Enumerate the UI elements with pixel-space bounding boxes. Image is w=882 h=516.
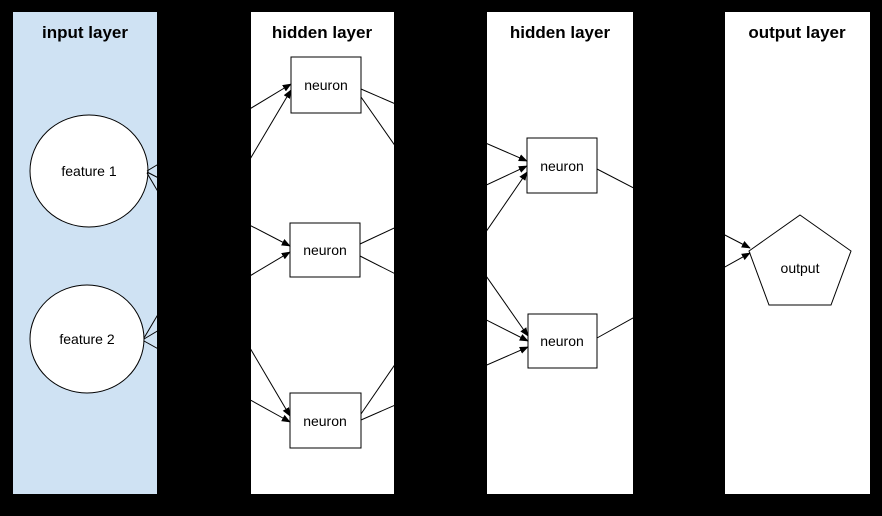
panel-title-input-layer: input layer <box>42 23 128 42</box>
panel-title-hidden-layer-2: hidden layer <box>510 23 611 42</box>
node-label-hidden1-neuron-3: neuron <box>303 413 347 429</box>
node-hidden2-neuron-2 <box>527 313 598 369</box>
node-hidden1-neuron-3 <box>289 392 362 449</box>
node-hidden1-neuron-2 <box>289 222 361 278</box>
edge-feature1-to-h1n1 <box>146 83 292 172</box>
panel-title-output-layer: output layer <box>748 23 846 42</box>
node-hidden2-neuron-1 <box>526 137 598 194</box>
edge-h1n2-to-h2n1 <box>359 165 528 245</box>
panel-input-layer <box>13 12 157 494</box>
panel-title-hidden-layer-1: hidden layer <box>272 23 373 42</box>
labels-group: input layer hidden layer hidden layer outpu… <box>42 23 846 429</box>
edge-h1n2-to-h2n2 <box>359 255 529 342</box>
edge-feature2-to-h1n1 <box>143 89 292 339</box>
node-label-hidden2-neuron-1: neuron <box>540 158 584 174</box>
node-feature-1 <box>29 114 149 228</box>
node-label-feature-2: feature 2 <box>59 331 114 347</box>
panel-hidden-layer-2 <box>487 12 633 494</box>
node-output <box>748 214 852 306</box>
node-label-hidden1-neuron-2: neuron <box>303 242 347 258</box>
edges-group <box>143 83 751 423</box>
nodes-group <box>29 56 852 449</box>
edge-feature2-to-h1n3 <box>143 340 291 423</box>
edge-h1n1-to-h2n1 <box>360 88 528 162</box>
edge-h1n1-to-h2n2 <box>360 96 529 337</box>
edge-h2n2-to-output <box>596 252 751 339</box>
node-label-hidden2-neuron-2: neuron <box>540 333 584 349</box>
edge-feature2-to-h1n2 <box>143 251 291 340</box>
edge-h1n3-to-h2n2 <box>360 346 529 421</box>
edge-h1n3-to-h2n1 <box>360 171 528 415</box>
edge-feature1-to-h1n2 <box>146 171 291 247</box>
node-label-hidden1-neuron-1: neuron <box>304 77 348 93</box>
node-label-output: output <box>781 260 820 276</box>
node-label-feature-1: feature 1 <box>61 163 116 179</box>
edge-h2n1-to-output <box>596 168 751 249</box>
